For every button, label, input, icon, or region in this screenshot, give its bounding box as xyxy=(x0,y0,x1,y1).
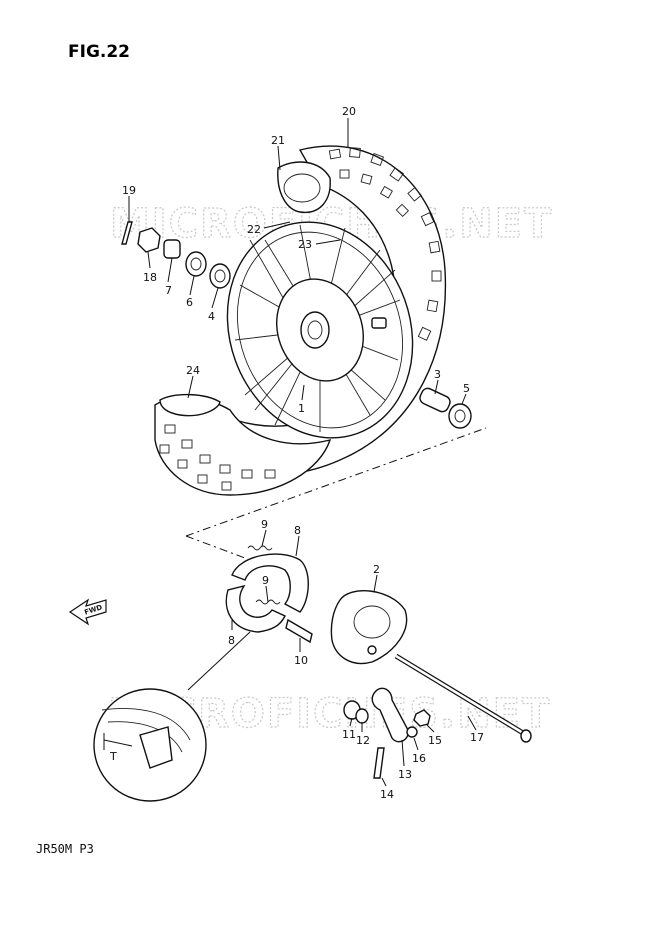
callout-14: 14 xyxy=(380,788,394,801)
figure-title: FIG.22 xyxy=(68,42,130,62)
brake-arm xyxy=(371,687,409,743)
brake-shoe-lower xyxy=(225,584,286,633)
callouts: 20 21 19 22 23 18 7 6 4 24 1 3 5 9 8 9 8… xyxy=(122,105,484,801)
model-code: JR50M P3 xyxy=(36,842,94,856)
callout-18: 18 xyxy=(143,271,157,284)
callout-6: 6 xyxy=(186,296,193,309)
valve-stem xyxy=(371,317,387,329)
axle-small-parts xyxy=(121,221,231,289)
callout-8-upper: 8 xyxy=(294,524,301,537)
axle xyxy=(520,729,532,743)
shoe-spring-upper xyxy=(247,545,273,551)
callout-22: 22 xyxy=(247,223,261,236)
wheel-assembly xyxy=(154,145,447,496)
callout-19: 19 xyxy=(122,184,136,197)
bearing xyxy=(185,251,207,277)
callout-8-lower: 8 xyxy=(228,634,235,647)
callout-5: 5 xyxy=(463,382,470,395)
callout-23: 23 xyxy=(298,238,312,251)
inner-tube-lower xyxy=(159,393,221,417)
fwd-arrow-icon: FWD xyxy=(68,598,107,626)
callout-10: 10 xyxy=(294,654,308,667)
oil-seal xyxy=(209,263,231,289)
arm-bolt xyxy=(373,747,385,779)
callout-17: 17 xyxy=(470,731,484,744)
brake-assembly xyxy=(225,545,532,779)
callout-9-lower: 9 xyxy=(262,574,269,587)
brake-shoe-upper xyxy=(231,553,309,613)
arm-washer xyxy=(406,726,418,738)
brake-cam xyxy=(285,618,313,644)
spacer xyxy=(163,239,181,259)
callout-21: 21 xyxy=(271,134,285,147)
callout-2: 2 xyxy=(373,563,380,576)
callout-3: 3 xyxy=(434,368,441,381)
arm-nut xyxy=(413,709,431,727)
callout-11: 11 xyxy=(342,728,356,741)
callout-24: 24 xyxy=(186,364,200,377)
indicator-plate xyxy=(355,708,369,724)
callout-15: 15 xyxy=(428,734,442,747)
inner-tube xyxy=(277,161,331,214)
callout-13: 13 xyxy=(398,768,412,781)
axle-nut xyxy=(137,227,161,253)
right-bearing xyxy=(448,403,472,429)
dimension-label: T xyxy=(109,750,117,763)
leader-lines xyxy=(128,118,477,787)
brake-panel xyxy=(330,590,408,665)
hub-center xyxy=(300,311,330,349)
cotter-pin xyxy=(121,221,133,245)
callout-9-upper: 9 xyxy=(261,518,268,531)
shoe-lining-section xyxy=(139,726,173,769)
callout-4: 4 xyxy=(208,310,215,323)
callout-7: 7 xyxy=(165,284,172,297)
inset-detail: T xyxy=(93,631,251,802)
callout-1: 1 xyxy=(298,402,305,415)
callout-20: 20 xyxy=(342,105,356,118)
alignment-line xyxy=(185,427,487,537)
callout-12: 12 xyxy=(356,734,370,747)
right-axle-parts xyxy=(419,387,472,429)
axle-spacer xyxy=(419,387,451,413)
callout-16: 16 xyxy=(412,752,426,765)
